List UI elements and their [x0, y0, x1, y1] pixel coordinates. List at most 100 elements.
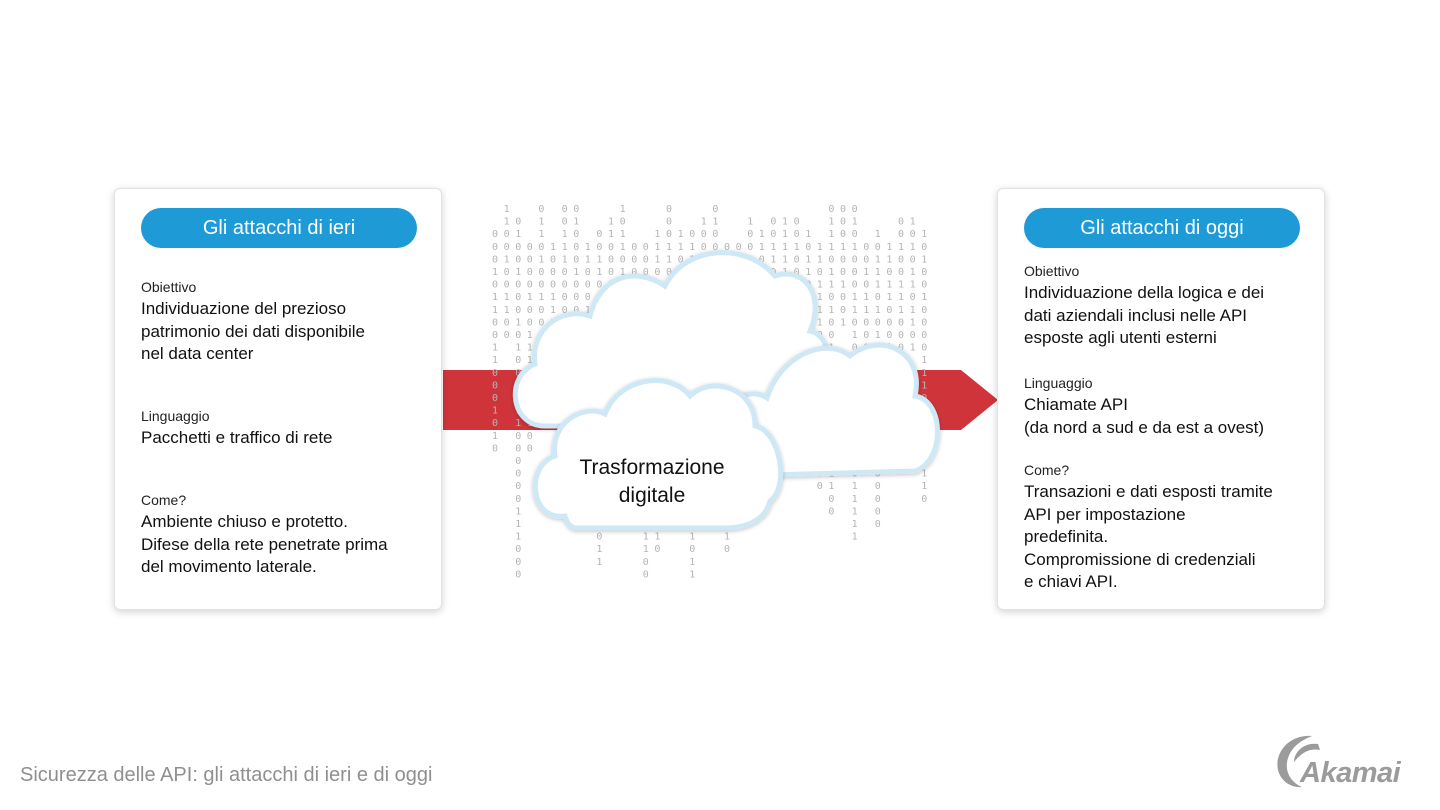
- text-line: patrimonio dei dati disponibile: [141, 321, 365, 341]
- svg-text:1: 1: [782, 217, 788, 228]
- svg-text:0: 0: [492, 380, 498, 391]
- svg-text:0: 0: [492, 368, 498, 379]
- svg-text:0: 0: [794, 217, 800, 228]
- svg-text:1: 1: [921, 229, 927, 240]
- svg-text:0: 0: [875, 481, 881, 492]
- svg-text:1: 1: [504, 292, 510, 303]
- svg-text:1: 1: [492, 305, 498, 316]
- objective-text: Individuazione del prezioso patrimonio d…: [141, 298, 431, 366]
- svg-text:1: 1: [852, 506, 858, 517]
- svg-text:0: 0: [805, 242, 811, 253]
- svg-text:1: 1: [759, 242, 765, 253]
- svg-text:0: 0: [689, 544, 695, 555]
- svg-text:1: 1: [550, 305, 556, 316]
- svg-text:1: 1: [596, 254, 602, 265]
- svg-text:0: 0: [921, 280, 927, 291]
- svg-text:0: 0: [550, 267, 556, 278]
- svg-text:0: 0: [875, 506, 881, 517]
- svg-text:0: 0: [910, 229, 916, 240]
- text-line: Compromissione di credenziali: [1024, 549, 1256, 569]
- svg-text:0: 0: [515, 469, 521, 480]
- svg-text:0: 0: [538, 280, 544, 291]
- svg-text:1: 1: [515, 506, 521, 517]
- svg-text:0: 0: [921, 305, 927, 316]
- svg-text:1: 1: [585, 242, 591, 253]
- svg-text:1: 1: [886, 254, 892, 265]
- svg-text:0: 0: [828, 330, 834, 341]
- svg-text:0: 0: [643, 254, 649, 265]
- svg-text:1: 1: [817, 305, 823, 316]
- svg-text:1: 1: [724, 532, 730, 543]
- svg-text:0: 0: [678, 254, 684, 265]
- svg-text:0: 0: [596, 532, 602, 543]
- svg-text:1: 1: [805, 267, 811, 278]
- svg-text:0: 0: [515, 305, 521, 316]
- svg-text:0: 0: [515, 280, 521, 291]
- text-line: nel data center: [141, 344, 254, 363]
- svg-text:0: 0: [886, 267, 892, 278]
- svg-text:0: 0: [712, 204, 718, 215]
- svg-text:0: 0: [666, 229, 672, 240]
- text-line: Ambiente chiuso e protetto.: [141, 512, 348, 531]
- svg-text:0: 0: [504, 267, 510, 278]
- svg-text:1: 1: [666, 242, 672, 253]
- svg-text:1: 1: [910, 217, 916, 228]
- svg-text:0: 0: [863, 317, 869, 328]
- svg-text:1: 1: [492, 355, 498, 366]
- svg-text:0: 0: [538, 242, 544, 253]
- svg-text:0: 0: [921, 343, 927, 354]
- svg-text:0: 0: [759, 254, 765, 265]
- svg-text:1: 1: [921, 481, 927, 492]
- svg-text:1: 1: [875, 229, 881, 240]
- svg-text:1: 1: [678, 242, 684, 253]
- svg-text:1: 1: [828, 280, 834, 291]
- svg-text:0: 0: [620, 217, 626, 228]
- svg-text:1: 1: [538, 217, 544, 228]
- svg-text:1: 1: [654, 242, 660, 253]
- how-text: Ambiente chiuso e protetto. Difese della…: [141, 511, 431, 579]
- svg-text:0: 0: [515, 494, 521, 505]
- svg-text:1: 1: [898, 242, 904, 253]
- svg-text:0: 0: [770, 217, 776, 228]
- svg-text:0: 0: [794, 229, 800, 240]
- how-section: Come? Ambiente chiuso e protetto. Difese…: [141, 491, 431, 579]
- svg-text:0: 0: [689, 229, 695, 240]
- svg-text:0: 0: [573, 254, 579, 265]
- svg-text:1: 1: [562, 242, 568, 253]
- svg-text:1: 1: [620, 204, 626, 215]
- svg-text:0: 0: [631, 267, 637, 278]
- svg-text:1: 1: [562, 229, 568, 240]
- svg-text:1: 1: [828, 229, 834, 240]
- svg-text:1: 1: [492, 292, 498, 303]
- svg-text:0: 0: [910, 254, 916, 265]
- svg-text:0: 0: [840, 292, 846, 303]
- cloud-front: [532, 378, 784, 531]
- svg-text:0: 0: [515, 242, 521, 253]
- svg-text:0: 0: [562, 267, 568, 278]
- svg-text:1: 1: [538, 254, 544, 265]
- cloud-label-line: digitale: [618, 484, 686, 507]
- svg-text:0: 0: [828, 317, 834, 328]
- svg-text:0: 0: [828, 506, 834, 517]
- svg-text:0: 0: [550, 280, 556, 291]
- akamai-logo-text: Akamai: [1300, 757, 1401, 789]
- svg-text:0: 0: [898, 330, 904, 341]
- svg-text:1: 1: [689, 242, 695, 253]
- svg-text:0: 0: [515, 368, 521, 379]
- svg-text:1: 1: [515, 343, 521, 354]
- svg-text:0: 0: [562, 305, 568, 316]
- svg-text:0: 0: [852, 254, 858, 265]
- svg-text:0: 0: [504, 229, 510, 240]
- svg-text:0: 0: [910, 330, 916, 341]
- language-label: Linguaggio: [141, 408, 210, 424]
- svg-text:0: 0: [515, 544, 521, 555]
- svg-text:0: 0: [515, 569, 521, 580]
- svg-text:0: 0: [921, 330, 927, 341]
- svg-text:0: 0: [747, 242, 753, 253]
- card-yesterday-attacks: Gli attacchi di ieri Obiettivo Individua…: [114, 188, 442, 610]
- svg-text:1: 1: [875, 254, 881, 265]
- svg-text:0: 0: [527, 317, 533, 328]
- svg-text:0: 0: [608, 242, 614, 253]
- svg-text:0: 0: [527, 443, 533, 454]
- svg-text:0: 0: [875, 519, 881, 530]
